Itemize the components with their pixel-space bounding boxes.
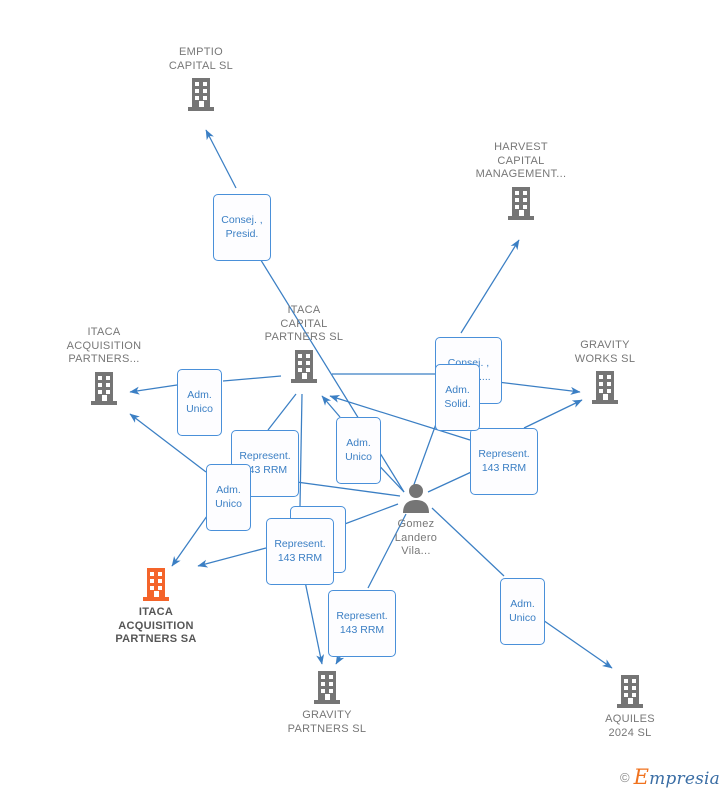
- watermark: © Empresia: [620, 765, 720, 789]
- node-emptio-capital[interactable]: EMPTIO CAPITAL SL: [136, 46, 266, 114]
- node-person-gomez-landero[interactable]: Gomez Landero Vila...: [351, 482, 481, 559]
- company-icon-highlighted: [91, 566, 221, 604]
- node-label: EMPTIO CAPITAL SL: [168, 46, 234, 72]
- node-itaca-acquisition-partners-sa[interactable]: ITACA ACQUISITION PARTNERS SA: [91, 566, 221, 647]
- edge-emptio-upper: [205, 129, 237, 189]
- rel-label-adm-unico-lower-left[interactable]: Adm. Unico: [206, 464, 251, 531]
- person-icon: [351, 482, 481, 516]
- node-itaca-acquisition-partners[interactable]: ITACA ACQUISITION PARTNERS...: [39, 326, 169, 408]
- edge-admunico-to-aquiles: [539, 617, 613, 669]
- edge-itacacap-to-reprleft: [267, 393, 297, 431]
- node-itaca-capital-partners[interactable]: ITACA CAPITAL PARTNERS SL: [239, 304, 369, 386]
- edge-reprcenter-to-itacaacqsa: [197, 547, 267, 568]
- rel-label-represent-right[interactable]: Represent. 143 RRM: [470, 428, 538, 495]
- company-icon: [136, 76, 266, 114]
- node-label: ITACA ACQUISITION PARTNERS SA: [115, 606, 197, 645]
- rel-label-text: Adm. Unico: [215, 484, 242, 510]
- node-label: GRAVITY WORKS SL: [574, 339, 636, 365]
- rel-label-text: Adm. Unico: [345, 437, 372, 463]
- rel-label-represent-center[interactable]: Represent. 143 RRM: [266, 518, 334, 585]
- copyright-symbol: ©: [619, 769, 630, 785]
- rel-label-represent-bottom[interactable]: Represent. 143 RRM: [328, 590, 396, 657]
- edge-admunicocenter-to-itacacap: [321, 395, 341, 418]
- company-icon: [456, 185, 586, 223]
- rel-label-adm-unico-itaca-capital[interactable]: Adm. Unico: [336, 417, 381, 484]
- company-icon: [239, 348, 369, 386]
- rel-label-text: Adm. Solid.: [444, 384, 471, 410]
- company-icon: [39, 370, 169, 408]
- company-icon: [565, 673, 695, 711]
- brand-rest: mpresia: [649, 769, 720, 789]
- node-label: HARVEST CAPITAL MANAGEMENT...: [475, 141, 567, 180]
- rel-label-text: Represent. 143 RRM: [274, 538, 326, 564]
- brand-initial: E: [633, 765, 650, 789]
- rel-label-adm-solid[interactable]: Adm. Solid.: [435, 364, 480, 431]
- node-label: GRAVITY PARTNERS SL: [287, 709, 367, 735]
- company-icon: [262, 669, 392, 707]
- rel-label-consej-presid[interactable]: Consej. , Presid.: [213, 194, 271, 261]
- rel-label-text: Represent. 143 RRM: [336, 610, 388, 636]
- rel-label-adm-unico-itaca-acq[interactable]: Adm. Unico: [177, 369, 222, 436]
- rel-label-text: Adm. Unico: [509, 598, 536, 624]
- node-gravity-partners[interactable]: GRAVITY PARTNERS SL: [262, 669, 392, 736]
- rel-label-text: Adm. Unico: [186, 389, 213, 415]
- node-label: ITACA CAPITAL PARTNERS SL: [264, 304, 344, 343]
- edge-itacacap-to-gravitypart-upper: [299, 393, 303, 507]
- node-gravity-works[interactable]: GRAVITY WORKS SL: [540, 339, 670, 407]
- rel-label-adm-unico-aquiles[interactable]: Adm. Unico: [500, 578, 545, 645]
- rel-label-text: Consej. , Presid.: [221, 214, 263, 240]
- edge-harvest-upper: [460, 239, 520, 334]
- node-label: ITACA ACQUISITION PARTNERS...: [66, 326, 142, 365]
- company-icon: [540, 369, 670, 407]
- node-harvest-capital-management[interactable]: HARVEST CAPITAL MANAGEMENT...: [456, 141, 586, 223]
- brand-logo-empresia: Empresia: [634, 765, 720, 789]
- rel-label-text: Represent. 143 RRM: [478, 448, 530, 474]
- node-aquiles-2024[interactable]: AQUILES 2024 SL: [565, 673, 695, 740]
- node-label: AQUILES 2024 SL: [605, 713, 655, 739]
- node-label: Gomez Landero Vila...: [394, 518, 438, 557]
